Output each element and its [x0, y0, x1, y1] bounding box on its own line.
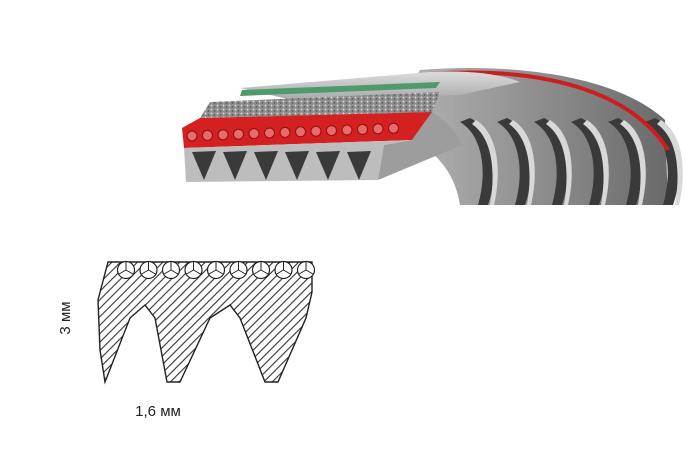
- rib-groove: [192, 151, 216, 180]
- rib-groove: [254, 151, 278, 180]
- bend-rib-highlight: [546, 120, 572, 205]
- belt-cord-layer: [182, 112, 432, 148]
- belt-cord: [388, 122, 399, 134]
- profile-cords: [116, 260, 316, 280]
- profile-cord-strand: [193, 269, 201, 275]
- belt-cord: [233, 128, 244, 140]
- bend-rib-highlight: [472, 120, 498, 205]
- bend-rib-highlight: [657, 120, 683, 205]
- profile-cord-strand: [298, 269, 307, 275]
- bend-rib-highlight: [620, 120, 646, 205]
- rib-groove: [223, 151, 247, 180]
- rib-groove: [347, 151, 371, 180]
- belt-cord: [310, 125, 322, 137]
- belt-bend-ribs: [460, 118, 683, 205]
- profile-cord-strand: [238, 269, 246, 275]
- belt-cord: [372, 123, 384, 135]
- belt-cord: [357, 123, 368, 135]
- profile-cord-strand: [186, 269, 194, 275]
- profile-cord-strand: [276, 269, 284, 275]
- profile-cord-strand: [260, 269, 269, 275]
- bend-rib-highlight: [509, 120, 535, 205]
- profile-cord-strand: [215, 269, 224, 275]
- bend-rib-highlight: [583, 120, 609, 205]
- pitch-dimension-label: 1,6 мм: [135, 403, 181, 420]
- profile-cord-strand: [125, 269, 134, 275]
- belt-cord: [217, 129, 229, 141]
- belt-cord: [248, 128, 260, 140]
- belt-cord: [186, 130, 198, 142]
- belt-side-face: [378, 112, 462, 180]
- rib-groove: [316, 151, 340, 180]
- belt-cord: [279, 126, 291, 138]
- profile-cord-strand: [170, 269, 179, 275]
- belt-green-stripe: [240, 82, 440, 96]
- belt-rib-section: [184, 140, 412, 182]
- belt-cord: [326, 125, 337, 137]
- belt-cord: [264, 127, 275, 139]
- belt-profile-section: [97, 260, 316, 385]
- profile-cord-strand: [283, 269, 291, 275]
- profile-cord-strand: [253, 269, 262, 275]
- height-dimension-label: 3 мм: [57, 301, 74, 334]
- belt-cord: [295, 126, 306, 138]
- profile-cord-strand: [148, 269, 156, 275]
- profile-outline: [97, 261, 313, 385]
- belt-cord: [202, 129, 213, 141]
- belt-cords: [186, 122, 399, 142]
- profile-cord-strand: [208, 269, 217, 275]
- profile-cord-strand: [231, 269, 239, 275]
- profile-cord-strand: [118, 269, 127, 275]
- belt-cord: [341, 124, 353, 136]
- profile-cord-strand: [163, 269, 172, 275]
- belt-3d-illustration: [182, 68, 683, 206]
- profile-cord-strand: [141, 269, 149, 275]
- profile-cord-strand: [305, 269, 314, 275]
- rib-groove: [285, 151, 309, 180]
- belt-fabric-layer: [200, 92, 440, 118]
